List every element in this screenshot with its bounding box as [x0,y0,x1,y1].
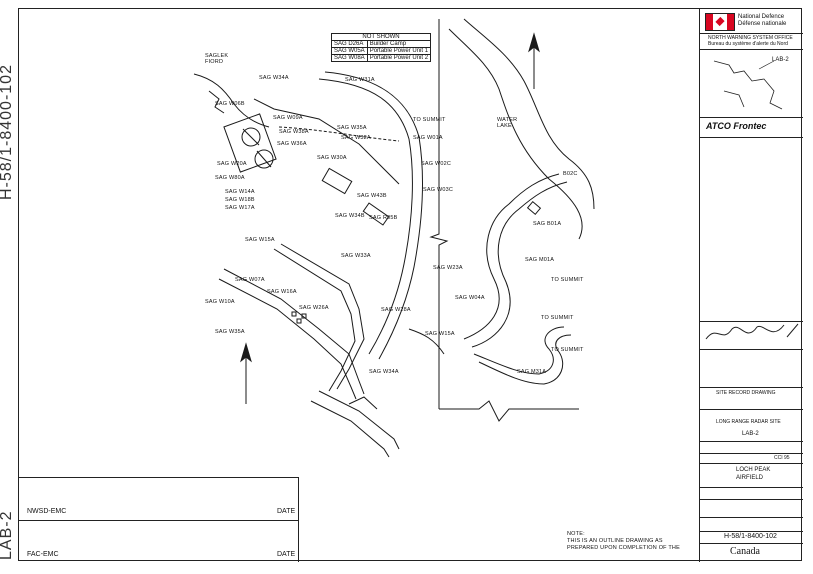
label-sag-w01a: SAG W01A [413,135,443,141]
contractor-logo: ATCO Frontec [706,121,767,131]
site-map [193,18,595,458]
label-sag-w23a: SAG W23A [433,265,463,271]
signature-label-date-2: DATE [277,551,296,558]
signature-label-date-1: DATE [277,508,296,515]
margin-site-code: LAB-2 [0,510,15,560]
label-sag-b01a: SAG B01A [533,221,562,227]
label-sag-w07a: SAG W07A [235,277,265,283]
label-sag-w35a-b: SAG W35A [215,329,245,335]
title-block: National Defence Défense nationale NORTH… [699,9,803,562]
label-b02c: B02C [563,171,578,177]
signature-label-nwsd: NWSD-EMC [27,508,67,515]
project-name: LONG RANGE RADAR SITE [716,419,781,425]
ccl-code: CCI 95 [774,455,790,461]
signature-label-fac: FAC-EMC [27,551,59,558]
note-line-3: PREPARED UPON COMPLETION OF THE [567,545,680,551]
label-sag-w14a: SAG W14A [225,189,255,195]
label-sag-w03c: SAG W03C [423,187,454,193]
label-sag-w32a: SAG W32A [341,135,371,141]
label-sag-w38a: SAG W38A [279,129,309,135]
label-sag-w26a: SAG W26A [299,305,329,311]
label-sag-w33a: SAG W33A [341,253,371,259]
label-sag-m31a: SAG M31A [517,369,547,375]
label-water-lake: WATER LAKE [497,117,518,129]
site-code: LAB-2 [742,431,759,437]
system-en: NORTH WARNING SYSTEM OFFICE [708,35,793,41]
note-line-2: THIS IS AN OUTLINE DRAWING AS [567,538,663,544]
note-line-1: NOTE: [567,531,585,537]
label-sag-m34a: SAG W34A [369,369,399,375]
drawing-type: SITE RECORD DRAWING [716,390,776,396]
label-sag-m01a: SAG M01A [525,257,555,263]
label-to-summit-4: TO SUMMIT [551,347,584,353]
margin-drawing-number: H-58/1-8400-102 [0,64,15,200]
legend-title: NOT SHOWN [330,33,432,41]
label-sag-w15a-b: SAG W15A [425,331,455,337]
label-sag-w43b: SAG W43B [357,193,387,199]
label-sag-w18b: SAG W18B [225,197,255,203]
label-sag-w10a: SAG W10A [205,299,235,305]
label-sag-w36a: SAG W36A [277,141,307,147]
label-sag-w09a: SAG W09A [273,115,303,121]
title-line-1: LOCH PEAK [736,467,771,473]
label-sag-w31a: SAG W31A [345,77,375,83]
label-saglek-fiord: SAGLEK FIORD [205,53,229,65]
signature-box: NWSD-EMC DATE FAC-EMC DATE [19,477,299,562]
drawing-number: H-58/1-8400-102 [724,533,777,540]
label-sag-w16a: SAG W16A [267,289,297,295]
label-to-summit-3: TO SUMMIT [541,315,574,321]
canada-flag-icon [705,13,735,31]
label-sag-w02c: SAG W02C [421,161,452,167]
label-to-summit-2: TO SUMMIT [551,277,584,283]
label-sag-w34a: SAG W34A [259,75,289,81]
label-sag-w35a: SAG W35A [337,125,367,131]
agency-fr: Défense nationale [738,21,787,27]
revision-signature [705,323,799,340]
label-sag-w06b: SAG W06B [215,101,245,107]
canada-wordmark: Canada [730,546,760,557]
label-sag-w30a: SAG W30A [317,155,347,161]
system-fr: Bureau du système d'alerte du Nord [708,41,788,47]
title-line-2: AIRFIELD [736,475,764,481]
label-sag-w28a: SAG W28A [381,307,411,313]
label-sag-w04a: SAG W04A [455,295,485,301]
label-sag-w15a: SAG W15A [245,237,275,243]
label-sag-w20a: SAG W20A [217,161,247,167]
label-sag-r05b: SAG R05B [369,215,398,221]
key-map-site-tag: LAB-2 [772,57,789,63]
label-sag-w17a: SAG W17A [225,205,255,211]
label-to-summit-1: TO SUMMIT [413,117,446,123]
label-sag-w34b: SAG W34B [335,213,365,219]
agency-en: National Defence [738,14,785,20]
label-sag-w80a: SAG W80A [215,175,245,181]
key-map [713,60,783,110]
